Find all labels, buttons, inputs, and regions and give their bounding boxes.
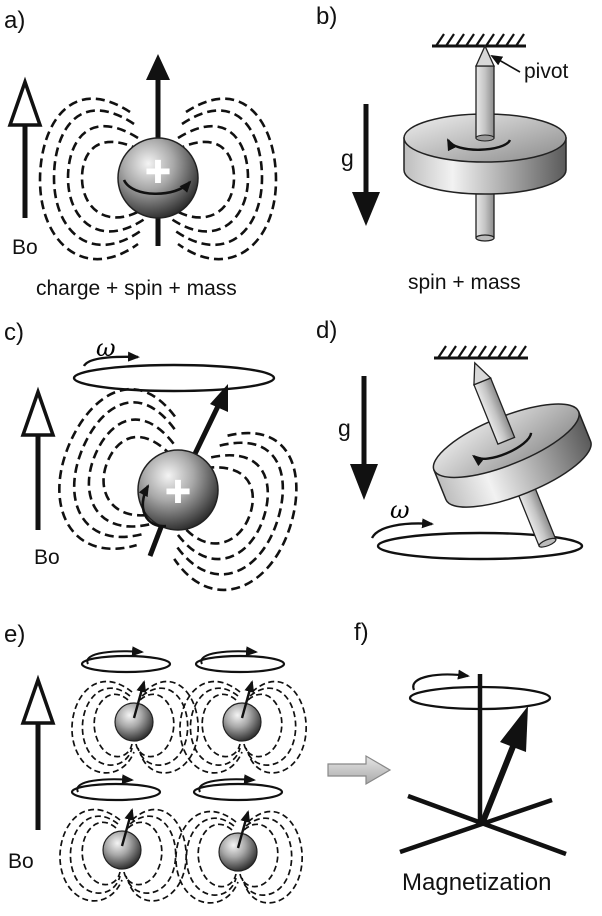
gravity-label-b: g (341, 145, 354, 171)
panel-c-label: c) (4, 319, 24, 346)
field-arrow-c (20, 386, 56, 530)
omega-label-c: ω (96, 334, 116, 362)
gyroscope-d (432, 361, 592, 548)
gyroscope-b (403, 44, 567, 242)
mini-orbit-2 (196, 651, 284, 672)
panel-d-label: d) (316, 317, 337, 344)
mini-dipole-4 (176, 811, 302, 902)
caption-a: charge + spin + mass (36, 277, 237, 300)
pivot-label: pivot (524, 60, 569, 83)
caption-f: Magnetization (402, 869, 551, 896)
panel-b-label: b) (316, 3, 337, 30)
spin-vector-c (189, 400, 223, 462)
spin-ensemble (60, 651, 306, 903)
field-label-e: Bo (8, 850, 34, 873)
mini-orbit-4 (194, 779, 282, 800)
caption-b: spin + mass (408, 271, 521, 294)
dipole-field-lines-a (38, 97, 278, 261)
gravity-label-d: g (338, 415, 351, 441)
panel-c: c) Bo ω + (4, 319, 298, 592)
proton-sphere-c (137, 449, 219, 531)
panel-f-label: f) (354, 619, 369, 646)
field-arrow-e (20, 674, 56, 830)
proton-sphere-a (117, 137, 199, 219)
panel-a-label: a) (4, 7, 25, 34)
mini-dipole-3 (60, 809, 186, 900)
gravity-arrow-d (350, 376, 378, 500)
spin-vector-head-a (146, 54, 170, 80)
panel-a: a) Bo + charge + spin + mass (4, 7, 278, 300)
charge-sign-a: + (145, 147, 171, 196)
panel-e: e) Bo (4, 621, 392, 903)
mini-orbit-1 (82, 651, 170, 672)
gravity-arrow-b (352, 104, 380, 226)
field-label-a: Bo (12, 236, 38, 259)
ceiling-d (434, 345, 528, 360)
ceiling-b (432, 33, 526, 48)
dipole-field-lines-c (58, 387, 298, 592)
omega-label-d: ω (390, 496, 410, 524)
coordinate-axes (399, 674, 567, 857)
field-arrow-a (7, 76, 43, 218)
rotation-arrow-a (122, 179, 192, 196)
panel-b: b) g pivot spin + mass (316, 3, 569, 294)
transition-arrow (327, 754, 392, 786)
pivot-pointer (490, 55, 521, 73)
charge-sign-c: + (165, 467, 191, 516)
panel-e-label: e) (4, 621, 25, 648)
field-label-c: Bo (34, 546, 60, 569)
magnetization-vector (479, 706, 528, 826)
mini-orbit-3 (72, 779, 160, 800)
panel-d: d) g ω (316, 317, 592, 561)
precession-orbit-c (72, 351, 276, 393)
panel-f: f) Magnetization (354, 619, 567, 896)
precession-orbit-d (370, 518, 584, 561)
rotation-arrow-c (138, 484, 167, 528)
